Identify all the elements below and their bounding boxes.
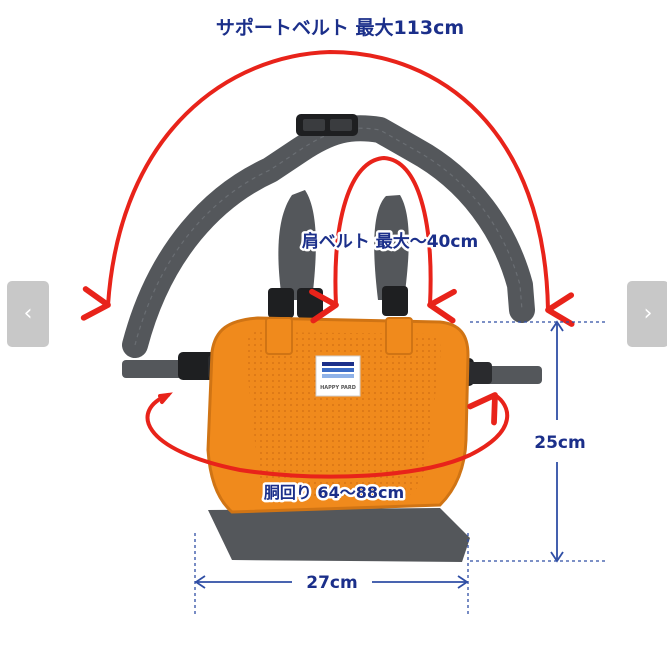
dimension-lines bbox=[194, 320, 605, 614]
chevron-left-icon: ‹ bbox=[23, 301, 33, 326]
width-label: 27cm bbox=[306, 573, 357, 593]
measurement-arrows bbox=[80, 49, 575, 479]
brand-tag-text: HAPPY PARD bbox=[320, 385, 356, 391]
waist-arrow bbox=[145, 392, 510, 479]
shoulder-straps bbox=[278, 190, 409, 300]
top-buckle bbox=[296, 114, 358, 136]
carousel-prev-button[interactable]: ‹ bbox=[7, 281, 49, 347]
waist-label: 胴回り 64〜88cm bbox=[264, 483, 404, 502]
brand-tag: HAPPY PARD bbox=[315, 355, 361, 397]
labels: サポートベルト 最大113cm 肩ベルト 最大〜40cm 胴回り 64〜88cm… bbox=[216, 16, 586, 593]
shoulder-buckles bbox=[268, 286, 408, 318]
chevron-right-icon: › bbox=[643, 301, 653, 326]
support-belt-arrow bbox=[80, 49, 575, 327]
height-label: 25cm bbox=[534, 433, 585, 453]
carousel-next-button[interactable]: › bbox=[627, 281, 667, 347]
seat-body bbox=[206, 316, 470, 562]
support-belt-label: サポートベルト 最大113cm bbox=[216, 16, 464, 39]
shoulder-belt-label: 肩ベルト 最大〜40cm bbox=[302, 231, 478, 252]
shoulder-belt-arrow bbox=[309, 155, 457, 324]
